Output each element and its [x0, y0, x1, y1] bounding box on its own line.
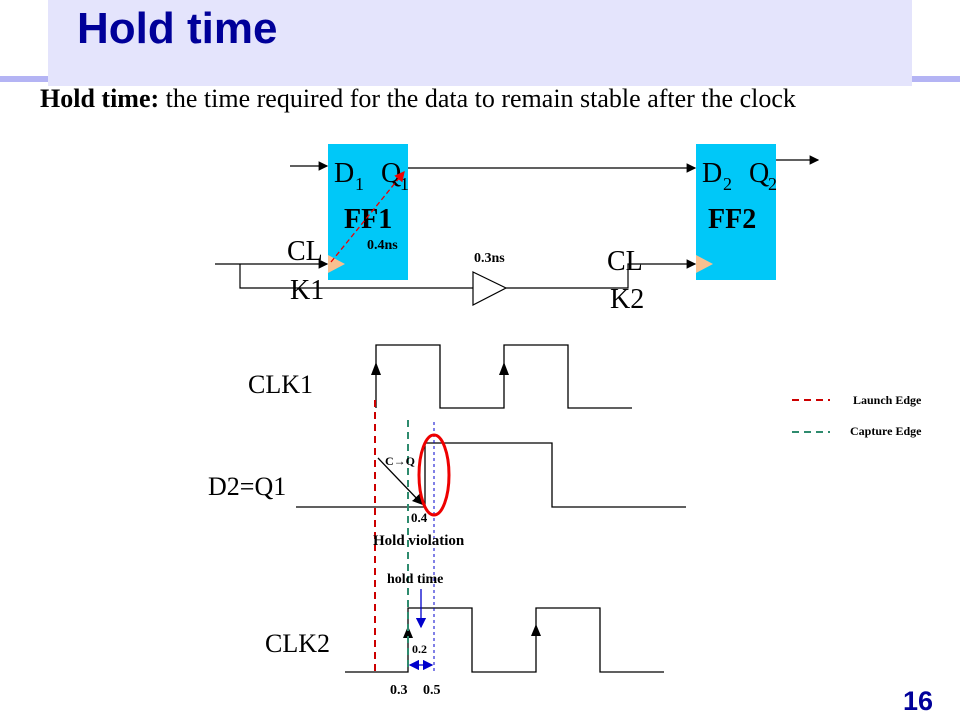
definition-term: Hold time:: [40, 84, 160, 113]
ff2-name: FF2: [708, 204, 756, 235]
ff2-sub-d: 2: [723, 174, 732, 194]
clk2-waveform: [345, 607, 664, 673]
hold-violation-label: Hold violation: [373, 533, 465, 549]
clk1-label-line2: K1: [290, 275, 324, 306]
buffer-delay-label: 0.3ns: [474, 251, 505, 266]
clk2-rising-edge-arrow: [531, 624, 541, 636]
clock-buffer: [472, 271, 508, 306]
c-to-q-label: C→Q: [385, 454, 415, 468]
c-to-q-arrow: [377, 457, 423, 505]
legend-capture-label: Capture Edge: [850, 424, 922, 438]
ff2-block: [696, 144, 776, 280]
hold-value-label: 0.2: [412, 642, 427, 656]
clk2-label-line1: CL: [607, 246, 643, 277]
ff2-q-pin: Q: [749, 158, 769, 189]
ff2-d-pin: D: [702, 158, 722, 189]
ff1-sub-d: 1: [355, 174, 364, 194]
clk1-label-line1: CL: [287, 236, 323, 267]
clk2-label-line2: K2: [610, 284, 644, 315]
ff2-sub-q: 2: [768, 174, 777, 194]
clk-to-q-delay-label: 0.4ns: [367, 238, 398, 253]
clk2-wire: [506, 259, 697, 289]
clk1-rising-edge-arrow: [499, 362, 509, 375]
d2-waveform: [296, 442, 686, 508]
ff1-block: [328, 144, 408, 280]
clk1-rising-edge-arrow: [371, 362, 381, 375]
definition: Hold time: the time required for the dat…: [40, 84, 796, 114]
time-0.3-label: 0.3: [390, 683, 408, 698]
c-to-q-value: 0.4: [411, 510, 428, 525]
clk-branch-wire: [239, 264, 473, 289]
d2-waveform-label: D2=Q1: [208, 472, 286, 501]
ff1-name: FF1: [344, 204, 392, 235]
clk2-rising-edge-arrow: [403, 626, 413, 638]
clk2-waveform-label: CLK2: [265, 629, 330, 658]
violation-highlight: [417, 433, 451, 517]
ff1-d-pin: D: [334, 158, 354, 189]
title-stripe-left: [0, 76, 48, 82]
ff1-q-pin: Q: [381, 158, 401, 189]
title-stripe-right: [912, 76, 960, 82]
ff2-clock-pin: [696, 255, 713, 273]
definition-text: the time required for the data to remain…: [159, 84, 796, 113]
hold-time-label: hold time: [387, 572, 443, 587]
ff1-sub-q: 1: [400, 174, 409, 194]
clk-to-q-path-arrow: [330, 170, 405, 263]
title-box: [48, 0, 912, 86]
page-number: 16: [903, 686, 934, 716]
time-0.5-label: 0.5: [423, 683, 441, 698]
clk1-waveform: [375, 344, 632, 409]
slide-title: Hold time: [77, 4, 278, 53]
legend-launch-label: Launch Edge: [853, 393, 922, 407]
clk1-waveform-label: CLK1: [248, 370, 313, 399]
